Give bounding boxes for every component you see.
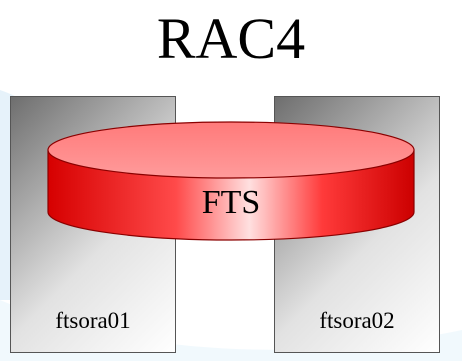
database-top xyxy=(47,121,415,179)
server-label-ftsora02: ftsora02 xyxy=(319,308,395,333)
server-label-ftsora01: ftsora01 xyxy=(55,308,131,333)
diagram-title: RAC4 xyxy=(156,6,306,71)
database-label: FTS xyxy=(201,184,261,221)
